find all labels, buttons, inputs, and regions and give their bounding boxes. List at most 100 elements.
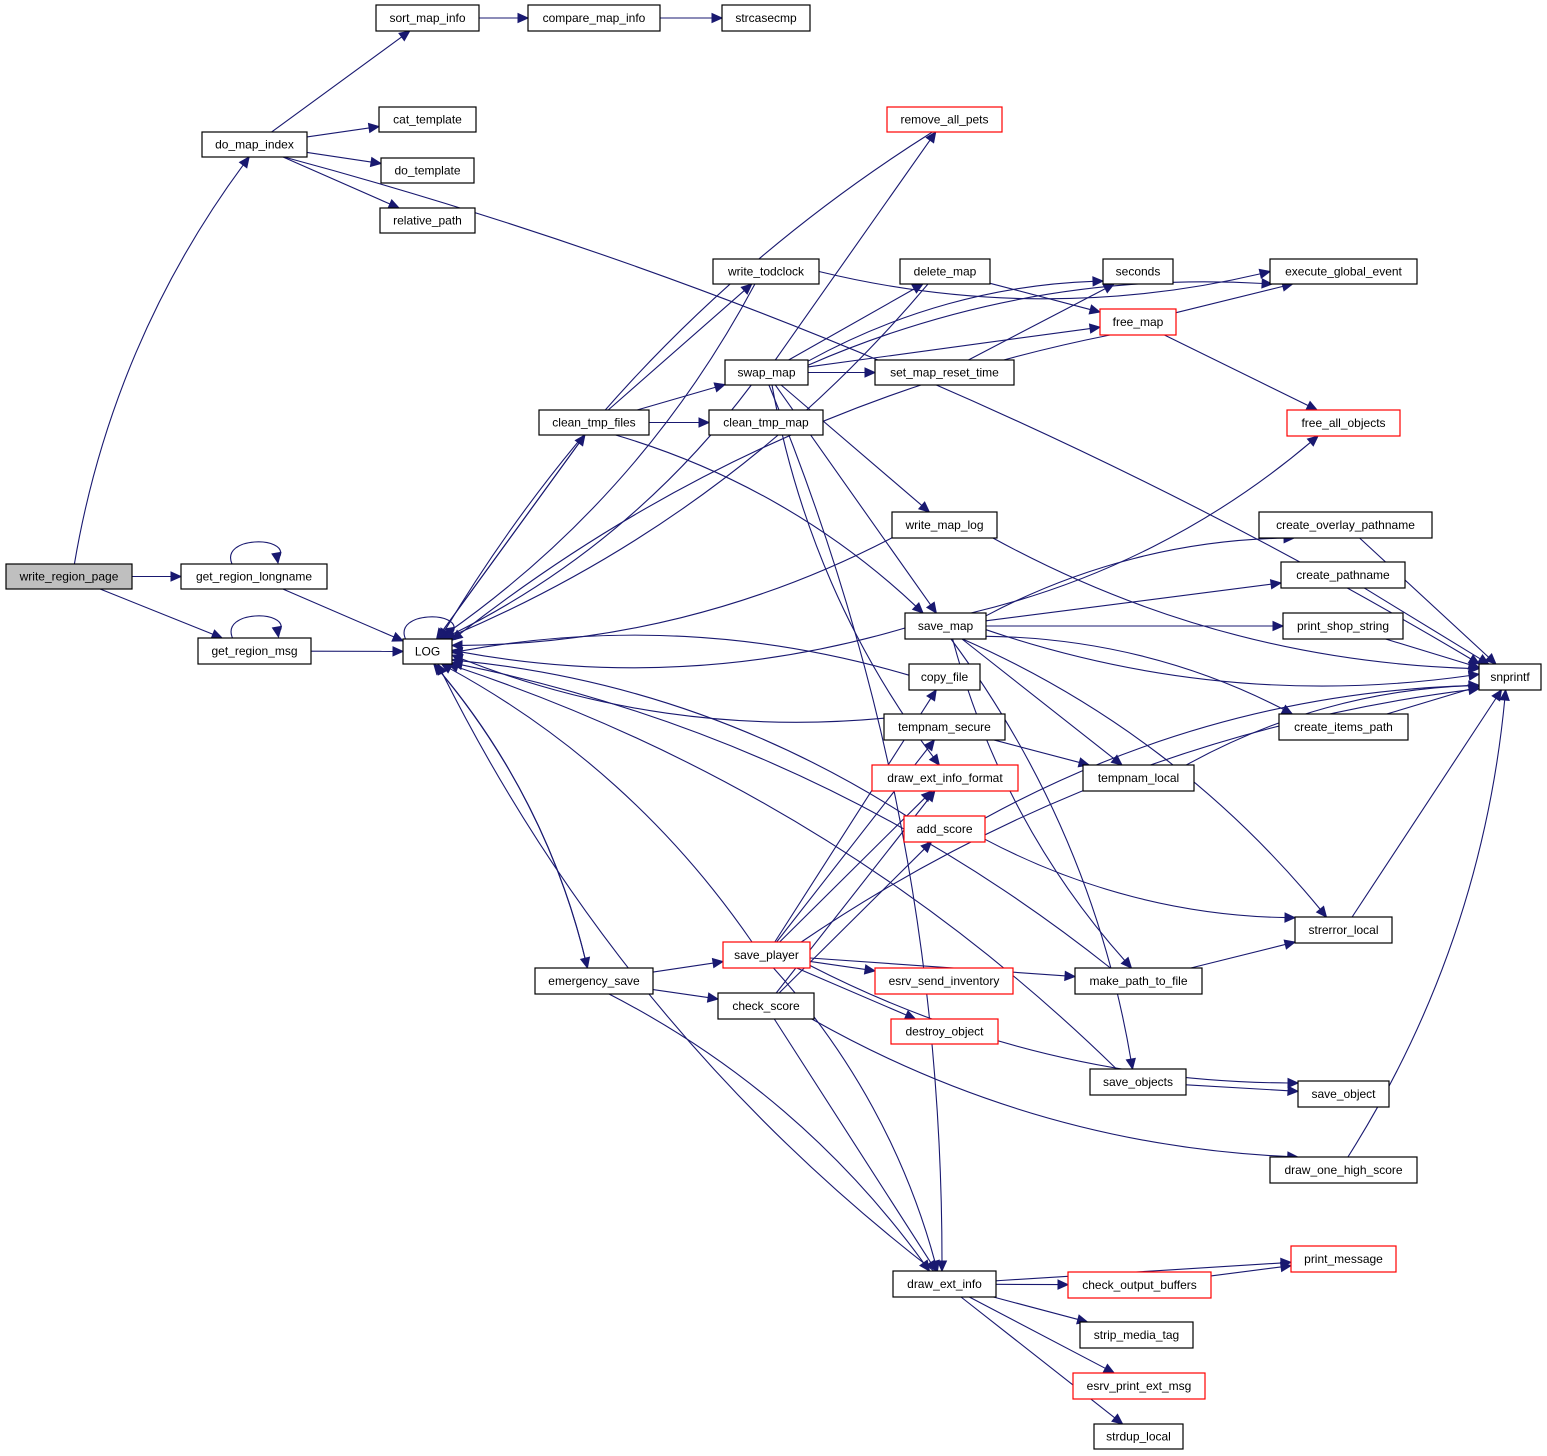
node-create_overlay_pathname[interactable]: create_overlay_pathname [1258,511,1433,539]
node-box[interactable] [1074,967,1203,995]
node-sort_map_info[interactable]: sort_map_info [375,4,480,32]
node-emergency_save[interactable]: emergency_save [534,967,654,995]
node-cat_template[interactable]: cat_template [378,106,477,133]
node-box[interactable] [1286,409,1401,437]
node-box[interactable] [883,713,1006,741]
node-box[interactable] [375,4,480,32]
node-delete_map[interactable]: delete_map [899,258,991,285]
node-destroy_object[interactable]: destroy_object [890,1018,999,1045]
node-box[interactable] [904,612,987,640]
node-create_pathname[interactable]: create_pathname [1280,561,1406,589]
node-create_items_path[interactable]: create_items_path [1278,713,1409,741]
node-box[interactable] [708,409,824,436]
node-box[interactable] [721,4,811,32]
node-remove_all_pets[interactable]: remove_all_pets [886,106,1003,133]
node-box[interactable] [891,511,998,539]
node-seconds[interactable]: seconds [1102,258,1174,285]
node-box[interactable] [1282,612,1404,640]
node-strerror_local[interactable]: strerror_local [1294,916,1393,944]
node-box[interactable] [1082,764,1195,792]
node-box[interactable] [538,409,650,436]
node-draw_one_high_score[interactable]: draw_one_high_score [1269,1156,1418,1184]
node-box[interactable] [1102,258,1174,285]
node-box[interactable] [1258,511,1433,539]
node-box[interactable] [886,106,1003,133]
node-set_map_reset_time[interactable]: set_map_reset_time [874,359,1015,386]
node-box[interactable] [892,1270,997,1298]
node-check_output_buffers[interactable]: check_output_buffers [1067,1271,1212,1299]
node-add_score[interactable]: add_score [903,815,986,843]
node-box[interactable] [1294,916,1393,944]
node-box[interactable] [874,359,1015,386]
node-clean_tmp_map[interactable]: clean_tmp_map [708,409,824,436]
node-box[interactable] [724,359,809,386]
node-relative_path[interactable]: relative_path [379,207,476,234]
node-box[interactable] [1280,561,1406,589]
node-box[interactable] [1269,258,1418,285]
node-box[interactable] [527,4,661,32]
node-free_all_objects[interactable]: free_all_objects [1286,409,1401,437]
node-strdup_local[interactable]: strdup_local [1093,1423,1184,1450]
node-LOG[interactable]: LOG [402,638,453,665]
node-do_template[interactable]: do_template [380,157,475,184]
node-esrv_print_ext_msg[interactable]: esrv_print_ext_msg [1072,1372,1206,1400]
node-clean_tmp_files[interactable]: clean_tmp_files [538,409,650,436]
node-strcasecmp[interactable]: strcasecmp [721,4,811,32]
node-box[interactable] [1079,1321,1194,1349]
node-box[interactable] [1089,1068,1187,1096]
node-strip_media_tag[interactable]: strip_media_tag [1079,1321,1194,1349]
node-box[interactable] [908,663,981,691]
node-box[interactable] [201,131,308,158]
node-box[interactable] [1290,1245,1397,1273]
node-box[interactable] [1072,1372,1206,1400]
node-box[interactable] [1093,1423,1184,1450]
node-print_shop_string[interactable]: print_shop_string [1282,612,1404,640]
node-box[interactable] [378,106,477,133]
node-snprintf[interactable]: snprintf [1478,663,1542,691]
node-box[interactable] [180,563,328,590]
node-box[interactable] [1278,713,1409,741]
node-box[interactable] [402,638,453,665]
node-check_score[interactable]: check_score [717,992,815,1020]
node-make_path_to_file[interactable]: make_path_to_file [1074,967,1203,995]
node-box[interactable] [712,258,820,285]
node-save_player[interactable]: save_player [722,941,811,969]
node-write_map_log[interactable]: write_map_log [891,511,998,539]
node-box[interactable] [5,563,133,590]
node-do_map_index[interactable]: do_map_index [201,131,308,158]
node-box[interactable] [1478,663,1542,691]
node-box[interactable] [1099,308,1177,336]
node-print_message[interactable]: print_message [1290,1245,1397,1273]
node-tempnam_local[interactable]: tempnam_local [1082,764,1195,792]
node-tempnam_secure[interactable]: tempnam_secure [883,713,1006,741]
node-box[interactable] [899,258,991,285]
node-swap_map[interactable]: swap_map [724,359,809,386]
node-box[interactable] [380,157,475,184]
node-execute_global_event[interactable]: execute_global_event [1269,258,1418,285]
node-save_map[interactable]: save_map [904,612,987,640]
node-esrv_send_inventory[interactable]: esrv_send_inventory [874,967,1014,995]
node-write_todclock[interactable]: write_todclock [712,258,820,285]
node-box[interactable] [197,637,312,665]
node-box[interactable] [1297,1080,1390,1108]
node-box[interactable] [379,207,476,234]
node-free_map[interactable]: free_map [1099,308,1177,336]
node-compare_map_info[interactable]: compare_map_info [527,4,661,32]
node-box[interactable] [1269,1156,1418,1184]
node-draw_ext_info_format[interactable]: draw_ext_info_format [871,764,1019,792]
node-box[interactable] [903,815,986,843]
node-box[interactable] [717,992,815,1020]
node-copy_file[interactable]: copy_file [908,663,981,691]
node-save_objects[interactable]: save_objects [1089,1068,1187,1096]
node-box[interactable] [534,967,654,995]
node-get_region_msg[interactable]: get_region_msg [197,637,312,665]
node-get_region_longname[interactable]: get_region_longname [180,563,328,590]
node-write_region_page[interactable]: write_region_page [5,563,133,590]
node-box[interactable] [874,967,1014,995]
node-box[interactable] [1067,1271,1212,1299]
node-box[interactable] [871,764,1019,792]
node-box[interactable] [722,941,811,969]
node-save_object[interactable]: save_object [1297,1080,1390,1108]
node-box[interactable] [890,1018,999,1045]
node-draw_ext_info[interactable]: draw_ext_info [892,1270,997,1298]
